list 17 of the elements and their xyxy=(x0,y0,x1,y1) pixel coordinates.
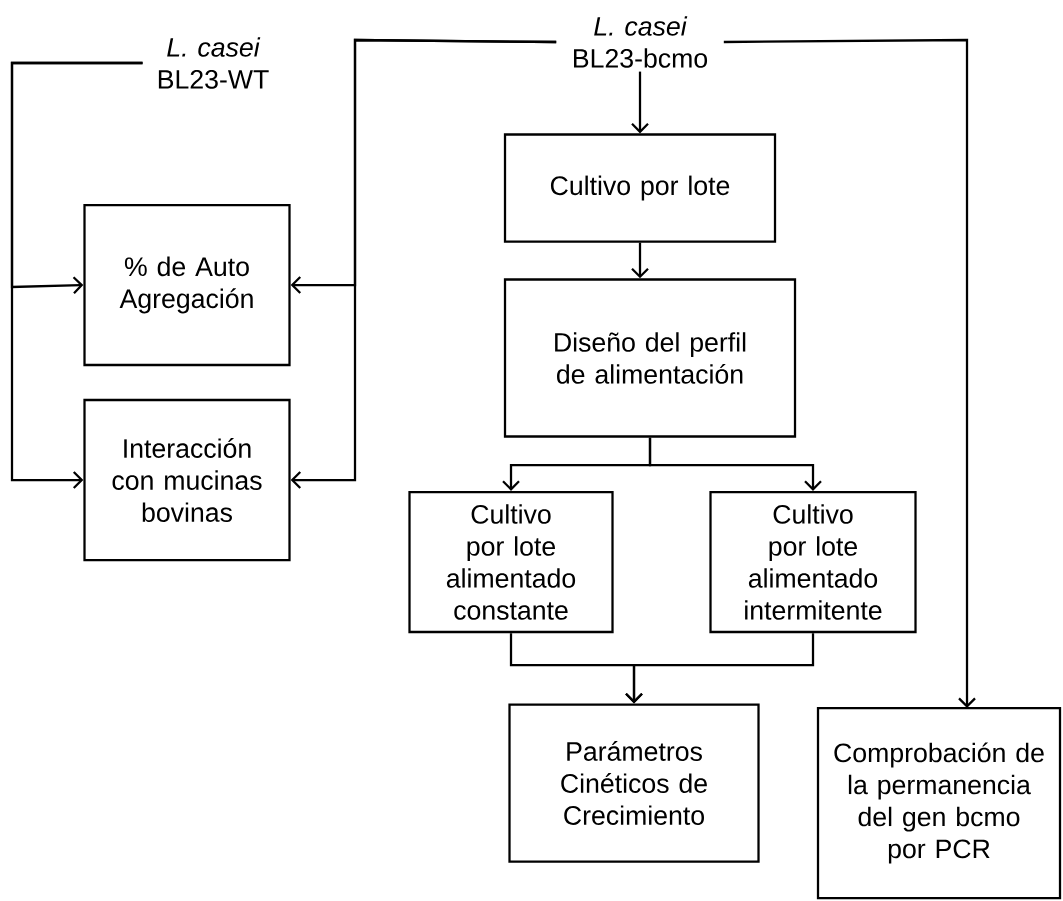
process-box: % de Auto Agregación xyxy=(83,203,291,367)
process-box: Cultivo por lote xyxy=(503,133,777,243)
arrow xyxy=(631,71,649,134)
process-box: Comprobación de la permanencia del gen bcmo por PCR xyxy=(816,706,1062,900)
arrow xyxy=(723,38,976,708)
process-box: Diseño del perfil de alimentación xyxy=(503,278,797,438)
arrow xyxy=(625,633,815,704)
process-box: Interacción con mucinas bovinas xyxy=(83,398,291,562)
strain-label: L. casei BL23-bcmo xyxy=(574,16,708,68)
arrow xyxy=(10,61,143,489)
process-box: Cultivo por lote alimentado constante xyxy=(408,490,614,634)
strain-label: L. casei BL23-WT xyxy=(158,37,269,89)
process-box: Parámetros Cinéticos de Crecimiento xyxy=(508,703,760,863)
arrow xyxy=(631,242,649,279)
arrow xyxy=(290,38,557,489)
process-box: Cultivo por lote alimentado intermitente xyxy=(709,490,917,634)
arrow xyxy=(648,437,822,491)
